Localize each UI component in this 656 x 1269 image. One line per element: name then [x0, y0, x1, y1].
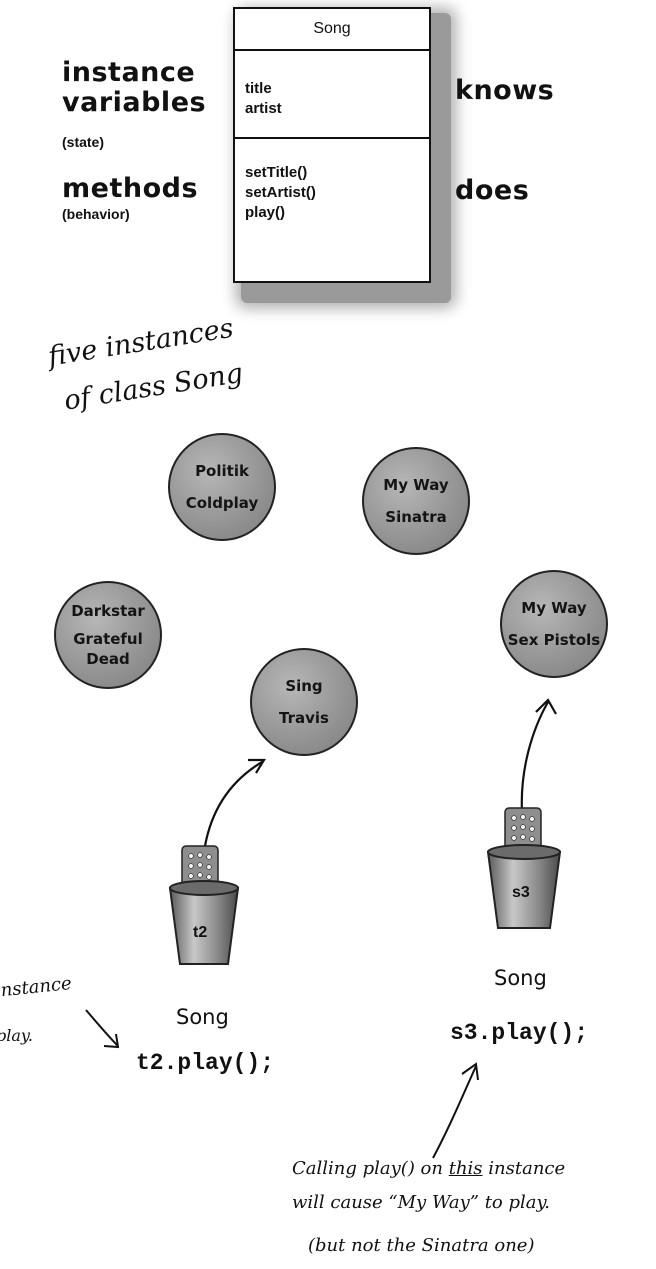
note-emphasis: this [449, 1158, 483, 1179]
cup-label-t2: t2 [193, 924, 207, 942]
arrow-s3-to-sexpistols [522, 702, 548, 812]
reference-type-s3: Song [494, 966, 547, 990]
right-note-line1: Calling play() on this instance [292, 1158, 565, 1179]
code-t2-play: t2.play(); [136, 1050, 274, 1076]
cup-icon [170, 881, 238, 964]
right-note-line3: (but not the Sinatra one) [308, 1235, 535, 1256]
arrow-left-note [86, 1010, 118, 1046]
arrow-t2-to-sing [205, 762, 262, 846]
reference-type-t2: Song [176, 1005, 229, 1029]
arrow-right-note [433, 1066, 476, 1158]
note-text: Calling play() on [292, 1158, 449, 1179]
note-text: instance [483, 1158, 566, 1179]
right-note-line2: will cause “My Way” to play. [292, 1192, 550, 1213]
code-s3-play: s3.play(); [450, 1020, 588, 1046]
cup-label-s3: s3 [512, 884, 530, 902]
left-note-line2: play. [0, 1026, 33, 1045]
